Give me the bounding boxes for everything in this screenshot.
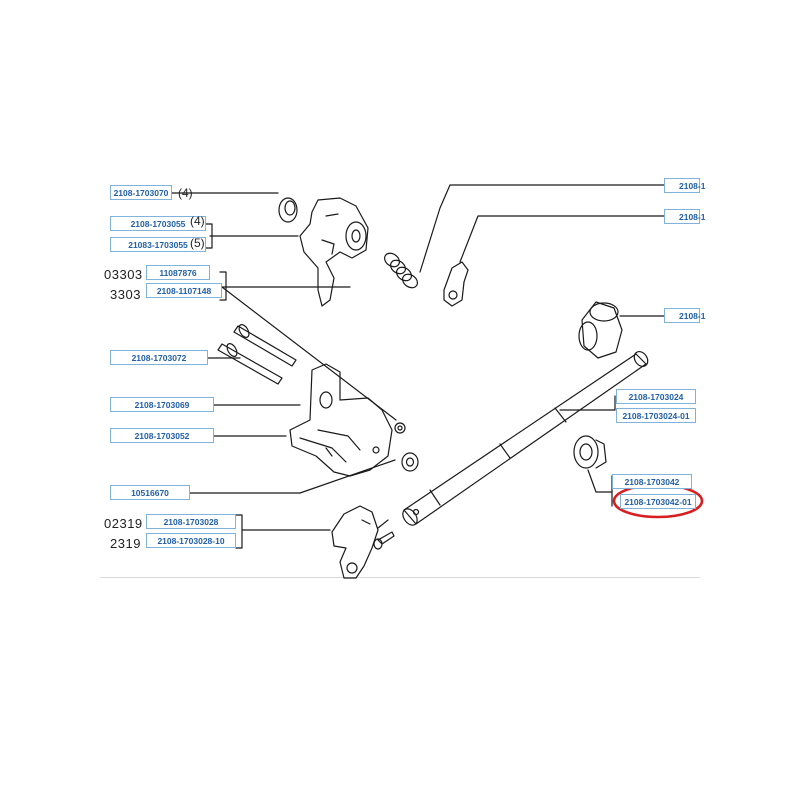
- part-label-2108-1703028: 2108-1703028: [146, 514, 236, 529]
- variant-note: 3303: [110, 287, 141, 302]
- washer-parts: [394, 422, 419, 472]
- leader-line: [559, 395, 616, 411]
- part-label-2108-1703024: 2108-1703024: [616, 389, 696, 404]
- part-label-clipped-1: 2108-1: [664, 178, 705, 193]
- bolt-part: [373, 531, 395, 550]
- leader-line: [299, 459, 396, 494]
- variant-note: 03303: [104, 267, 143, 282]
- leader-bracket: [235, 514, 243, 549]
- selector-lever: [299, 197, 369, 307]
- shift-rod: [402, 350, 649, 526]
- part-label-10516670: 10516670: [110, 485, 190, 500]
- part-label-2108-1703055: 2108-1703055: [110, 216, 206, 231]
- part-label-21083-1703055: 21083-1703055: [110, 237, 206, 252]
- part-label-2108-1107148: 2108-1107148: [146, 283, 222, 298]
- leader-line: [587, 469, 613, 493]
- leader-line: [459, 215, 665, 263]
- part-label-2108-1703028-10: 2108-1703028-10: [146, 533, 236, 548]
- support-bracket: [289, 363, 393, 477]
- part-label-clipped-2: 2108-1: [664, 209, 705, 224]
- bushing-part: [278, 197, 298, 223]
- diagram-frame: [100, 160, 700, 578]
- part-label-clipped-3: 2108-1: [664, 308, 705, 323]
- quantity-note: (4): [190, 214, 205, 228]
- variant-note: 02319: [104, 516, 143, 531]
- lock-plate-part: [443, 261, 469, 307]
- rod-bushing: [578, 301, 623, 359]
- part-label-2108-1703070: 2108-1703070: [110, 185, 172, 200]
- part-label-2108-1703052: 2108-1703052: [110, 428, 214, 443]
- quantity-note: (5): [190, 236, 205, 250]
- leader-line: [419, 184, 665, 273]
- part-label-2108-1703024-01: 2108-1703024-01: [616, 408, 696, 423]
- leader-bracket: [205, 223, 213, 249]
- leader-bracket: [219, 271, 227, 301]
- bearing-part: [573, 435, 607, 469]
- part-label-2108-1703042-01: 2108-1703042-01: [620, 494, 696, 509]
- part-label-2108-1703072: 2108-1703072: [110, 350, 208, 365]
- quantity-note: (4): [178, 186, 193, 200]
- spring-part: [383, 252, 419, 289]
- part-label-2108-1703042: 2108-1703042: [612, 474, 692, 489]
- lower-lever: [331, 505, 389, 579]
- variant-note: 2319: [110, 536, 141, 551]
- part-label-11087876: 11087876: [146, 265, 210, 280]
- part-label-2108-1703069: 2108-1703069: [110, 397, 214, 412]
- pin-rods: [217, 324, 297, 385]
